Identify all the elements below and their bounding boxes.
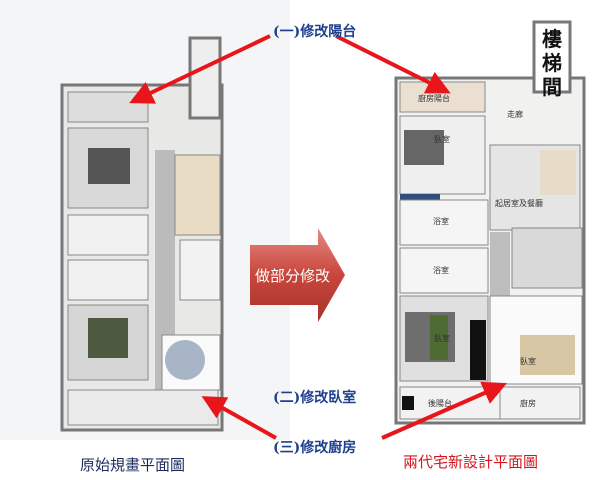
room-label-kitchen-balcony: 廚房陽台 bbox=[418, 93, 450, 103]
stairwell-label: 樓 bbox=[542, 27, 562, 51]
modification-arrow: 做部分修改 bbox=[250, 228, 345, 322]
room-label-living-dining: 起居室及餐廳 bbox=[495, 198, 543, 208]
room-label-bedroom-2: 臥室 bbox=[434, 333, 450, 343]
center-arrow-label: 做部分修改 bbox=[255, 267, 330, 285]
arrow-to-original-balcony bbox=[129, 34, 271, 104]
room-label-kitchen: 廚房 bbox=[520, 398, 536, 408]
arrow-to-original-kitchen bbox=[201, 396, 277, 440]
pointer-arrows bbox=[129, 34, 507, 440]
arrow-to-new-kitchen bbox=[381, 381, 507, 440]
annotation-balcony: (一)修改陽台 bbox=[273, 23, 356, 40]
stairwell-label: 梯 bbox=[542, 51, 562, 75]
room-label-bathroom-2: 浴室 bbox=[433, 265, 449, 275]
caption-original-plan: 原始規畫平面圖 bbox=[80, 456, 185, 474]
room-label-bedroom-1: 臥室 bbox=[434, 134, 450, 144]
annotation-bedroom: (二)修改臥室 bbox=[273, 389, 356, 406]
room-label-bathroom-1: 浴室 bbox=[433, 216, 449, 226]
room-label-bedroom-3: 臥室 bbox=[520, 356, 536, 366]
room-label-corridor: 走廊 bbox=[507, 109, 523, 119]
stairwell-label: 間 bbox=[542, 75, 562, 99]
arrow-to-new-balcony bbox=[335, 34, 451, 94]
original-floor-plan bbox=[60, 36, 224, 432]
room-label-back-balcony: 後陽台 bbox=[428, 398, 452, 408]
stairwell bbox=[532, 20, 572, 94]
annotation-kitchen: (三)修改廚房 bbox=[273, 439, 356, 456]
caption-new-plan: 兩代宅新設計平面圖 bbox=[403, 453, 538, 471]
